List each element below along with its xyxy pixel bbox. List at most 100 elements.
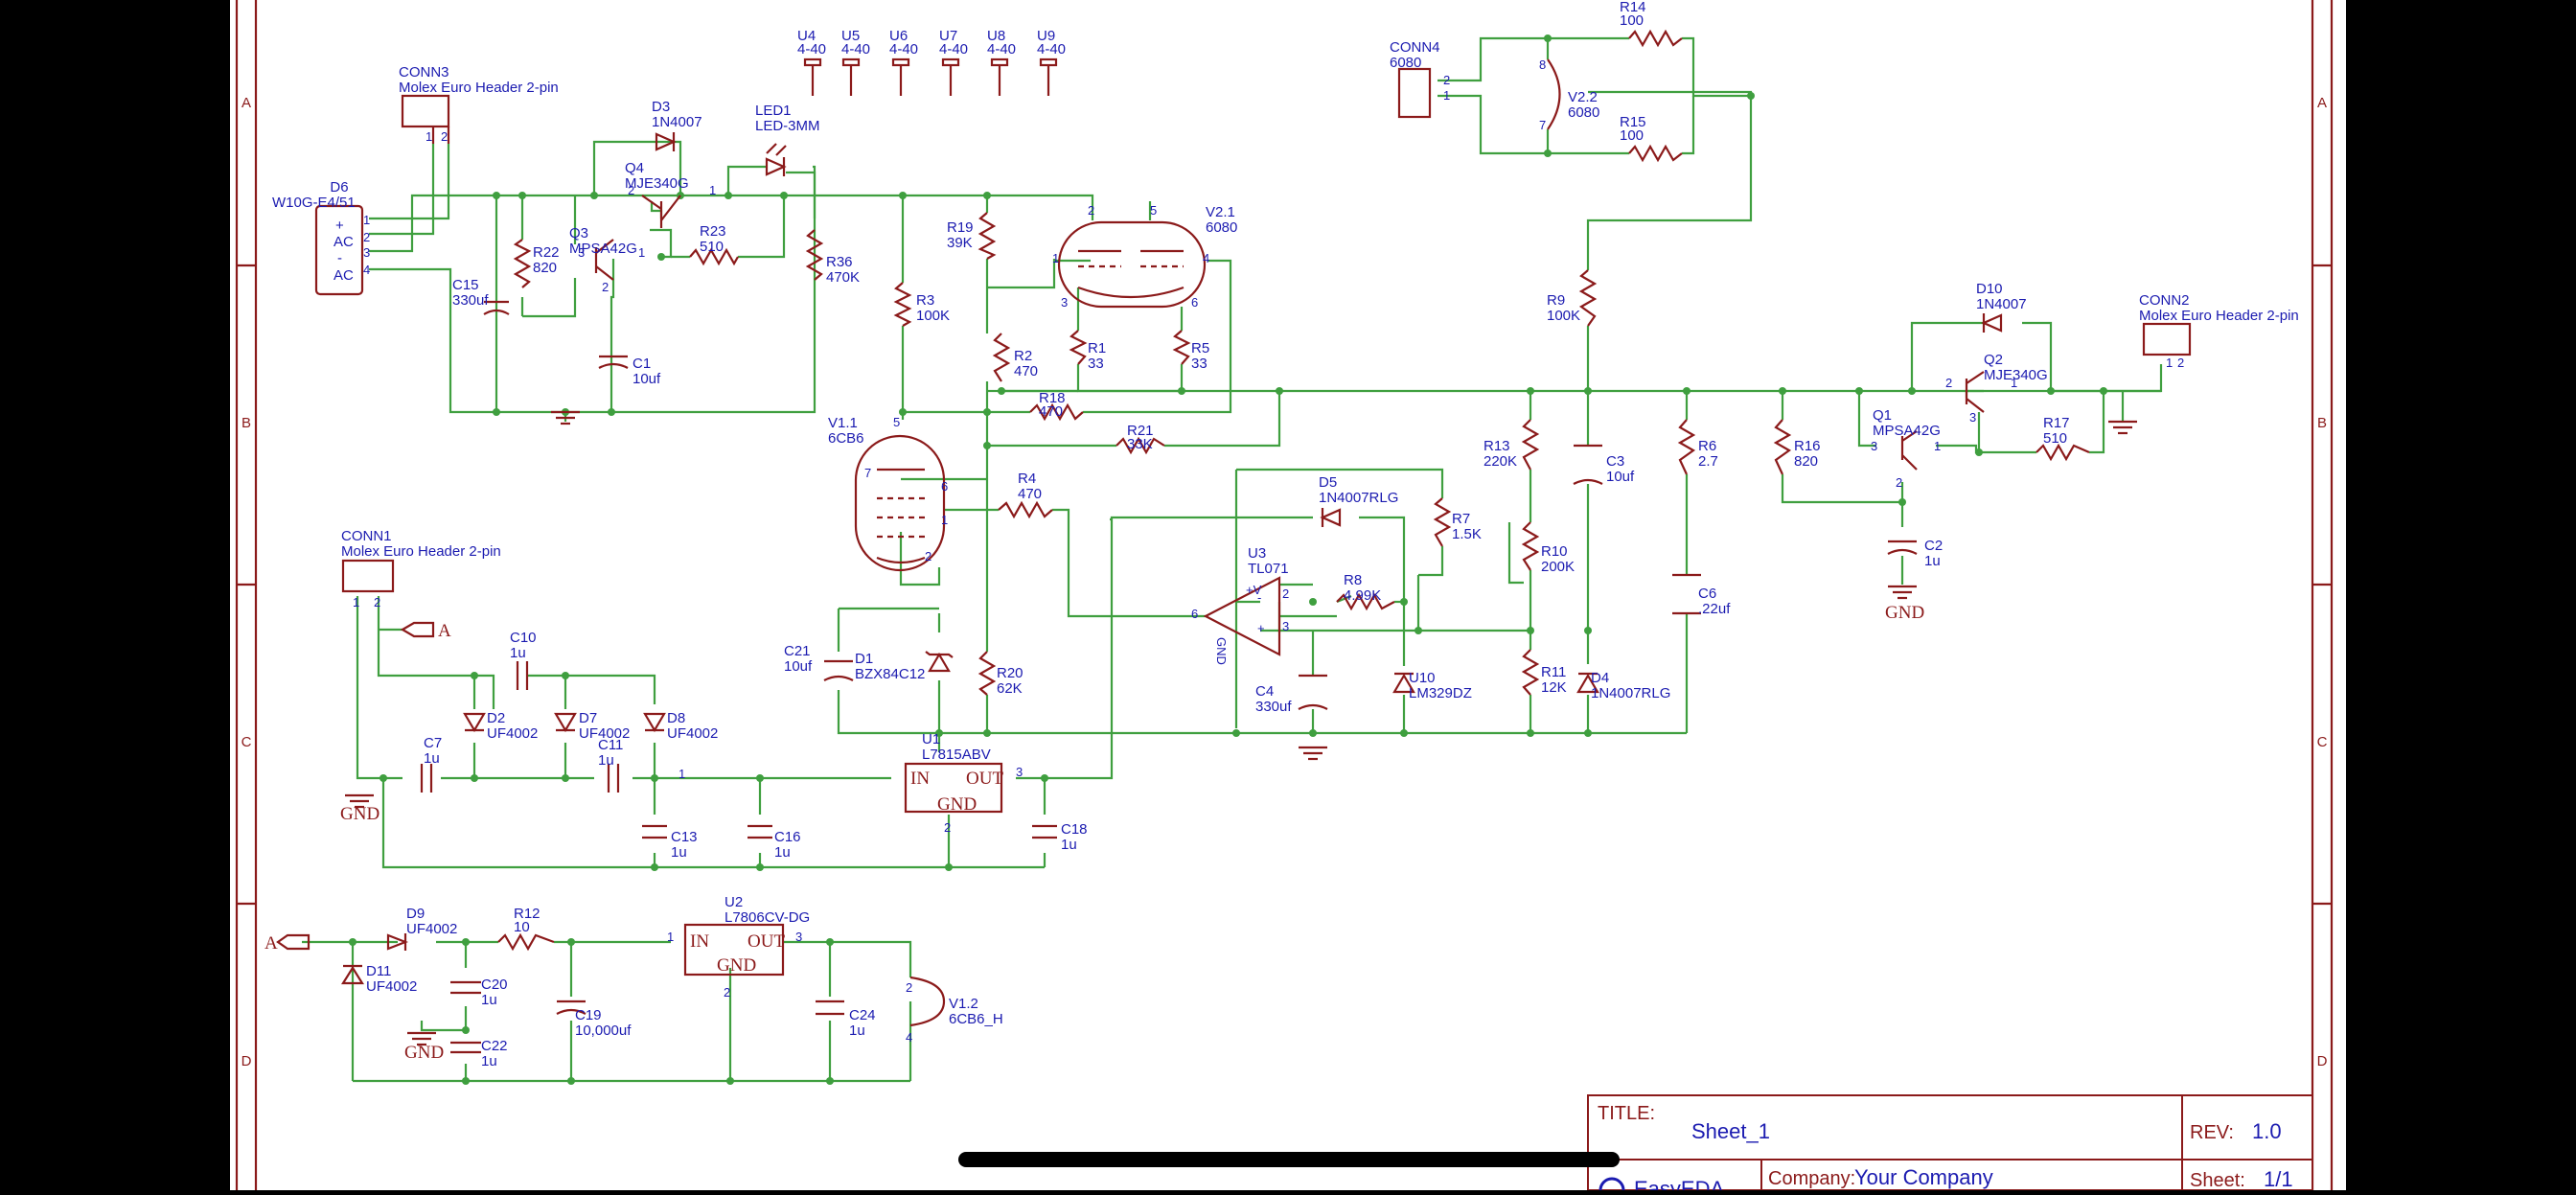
svg-text:4: 4 — [363, 263, 370, 277]
gnd-label-2: GND — [1885, 603, 1924, 623]
svg-text:2: 2 — [1282, 586, 1289, 601]
svg-text:6: 6 — [1191, 295, 1198, 310]
svg-text:4: 4 — [906, 1030, 912, 1045]
svg-text:1: 1 — [678, 767, 685, 781]
r19-value: 39K — [947, 235, 973, 251]
r15-symbol — [1628, 144, 1683, 163]
svg-text:1: 1 — [353, 595, 359, 609]
r12-value: 10 — [514, 919, 530, 935]
q2-value: MJE340G — [1984, 367, 2048, 383]
r20-value: 62K — [997, 680, 1023, 697]
r6-ref: R6 — [1698, 438, 1716, 454]
svg-text:2: 2 — [602, 280, 609, 294]
v2-2-value: 6080 — [1568, 104, 1599, 121]
c19-value: 10,000uf — [575, 1023, 632, 1039]
conn1-body — [341, 559, 395, 593]
svg-text:1: 1 — [1443, 88, 1450, 103]
d11-ref: D11 — [366, 963, 391, 979]
r7-symbol — [1433, 497, 1452, 547]
u1-value: L7815ABV — [922, 747, 991, 763]
frame-row-labels: A B C D A B C D — [242, 95, 2328, 1069]
u1-pin-in: IN — [910, 769, 930, 789]
u1-pin-gnd: GND — [937, 794, 977, 815]
c22-value: 1u — [481, 1053, 497, 1069]
title-value: Sheet_1 — [1691, 1119, 1770, 1143]
v2-1-ref: V2.1 — [1206, 204, 1235, 220]
d10-ref: D10 — [1976, 281, 2003, 297]
r19-symbol — [978, 212, 997, 260]
u2-pin-in: IN — [690, 931, 709, 952]
gnd-label-1: GND — [340, 804, 380, 824]
d10-symbol — [1981, 313, 2003, 333]
u10-ref: U10 — [1409, 670, 1436, 686]
r13-ref: R13 — [1484, 438, 1510, 454]
r9-value: 100K — [1547, 308, 1580, 324]
q4-ref: Q4 — [625, 160, 644, 176]
c4-ref: C4 — [1255, 683, 1274, 700]
d4-symbol — [1576, 673, 1599, 694]
port-a-flag-2 — [276, 933, 310, 951]
u9-value: 4-40 — [1037, 41, 1066, 57]
home-indicator-bar[interactable] — [958, 1152, 1620, 1167]
d4-value: 1N4007RLG — [1591, 685, 1670, 701]
q3-value: MPSA42G — [569, 241, 637, 257]
u3-minus: - — [1257, 590, 1261, 605]
r21-value: 33K — [1127, 436, 1153, 452]
c15-ref: C15 — [452, 277, 479, 293]
r16-symbol — [1773, 419, 1792, 475]
svg-text:2: 2 — [363, 230, 370, 244]
u3-opamp-body — [1203, 576, 1281, 656]
svg-text:3: 3 — [363, 245, 370, 260]
d8-value: UF4002 — [667, 725, 718, 742]
r16-ref: R16 — [1794, 438, 1821, 454]
r8-value: 4.99K — [1344, 587, 1381, 604]
static-pin-text: + AC - AC GND GND GND A A IN OUT GND IN … — [264, 57, 2184, 1063]
svg-text:2: 2 — [441, 129, 448, 144]
sheet-value: 1/1 — [2264, 1167, 2293, 1190]
r5-ref: R5 — [1191, 340, 1209, 356]
svg-text:4: 4 — [1203, 251, 1209, 265]
r12-symbol — [497, 932, 555, 952]
easyeda-logo-text: EasyEDA — [1634, 1177, 1724, 1190]
d6-pin-ac1: AC — [334, 234, 354, 250]
conn3-ref: CONN3 — [399, 64, 449, 80]
r14-symbol — [1628, 29, 1683, 48]
d11-symbol — [341, 965, 364, 985]
d9-symbol — [386, 933, 409, 951]
r1-value: 33 — [1088, 356, 1104, 372]
svg-text:8: 8 — [1539, 57, 1546, 72]
r36-ref: R36 — [826, 254, 853, 270]
title-label: TITLE: — [1598, 1103, 1655, 1124]
d6-ref: D6 — [330, 179, 348, 195]
frame-row-d-right: D — [2317, 1053, 2328, 1069]
led1-value: LED-3MM — [755, 118, 820, 134]
r10-symbol — [1521, 521, 1540, 571]
r21-ref: R21 — [1127, 423, 1154, 439]
svg-text:1: 1 — [2011, 376, 2017, 390]
v1-2-value: 6CB6_H — [949, 1011, 1003, 1027]
conn4-ref: CONN4 — [1390, 39, 1440, 56]
rev-label: REV: — [2190, 1122, 2234, 1143]
svg-text:1: 1 — [363, 213, 370, 227]
r23-ref: R23 — [700, 223, 726, 240]
r7-value: 1.5K — [1452, 526, 1482, 542]
c24-ref: C24 — [849, 1007, 876, 1023]
r2-ref: R2 — [1014, 348, 1032, 364]
r1-ref: R1 — [1088, 340, 1106, 356]
d8-symbol — [643, 712, 666, 733]
svg-text:3: 3 — [1282, 619, 1289, 633]
c18-ref: C18 — [1061, 821, 1088, 838]
c16-value: 1u — [774, 844, 791, 861]
frame-row-d-left: D — [242, 1053, 252, 1069]
svg-text:2: 2 — [374, 595, 380, 609]
r15-value: 100 — [1620, 127, 1644, 144]
q4-value: MJE340G — [625, 175, 689, 192]
c3-ref: C3 — [1606, 453, 1624, 470]
d9-ref: D9 — [406, 906, 425, 922]
r21-symbol — [1116, 436, 1165, 455]
svg-text:6: 6 — [941, 479, 948, 494]
conn2-value: Molex Euro Header 2-pin — [2139, 308, 2299, 324]
r5-symbol — [1172, 330, 1191, 365]
